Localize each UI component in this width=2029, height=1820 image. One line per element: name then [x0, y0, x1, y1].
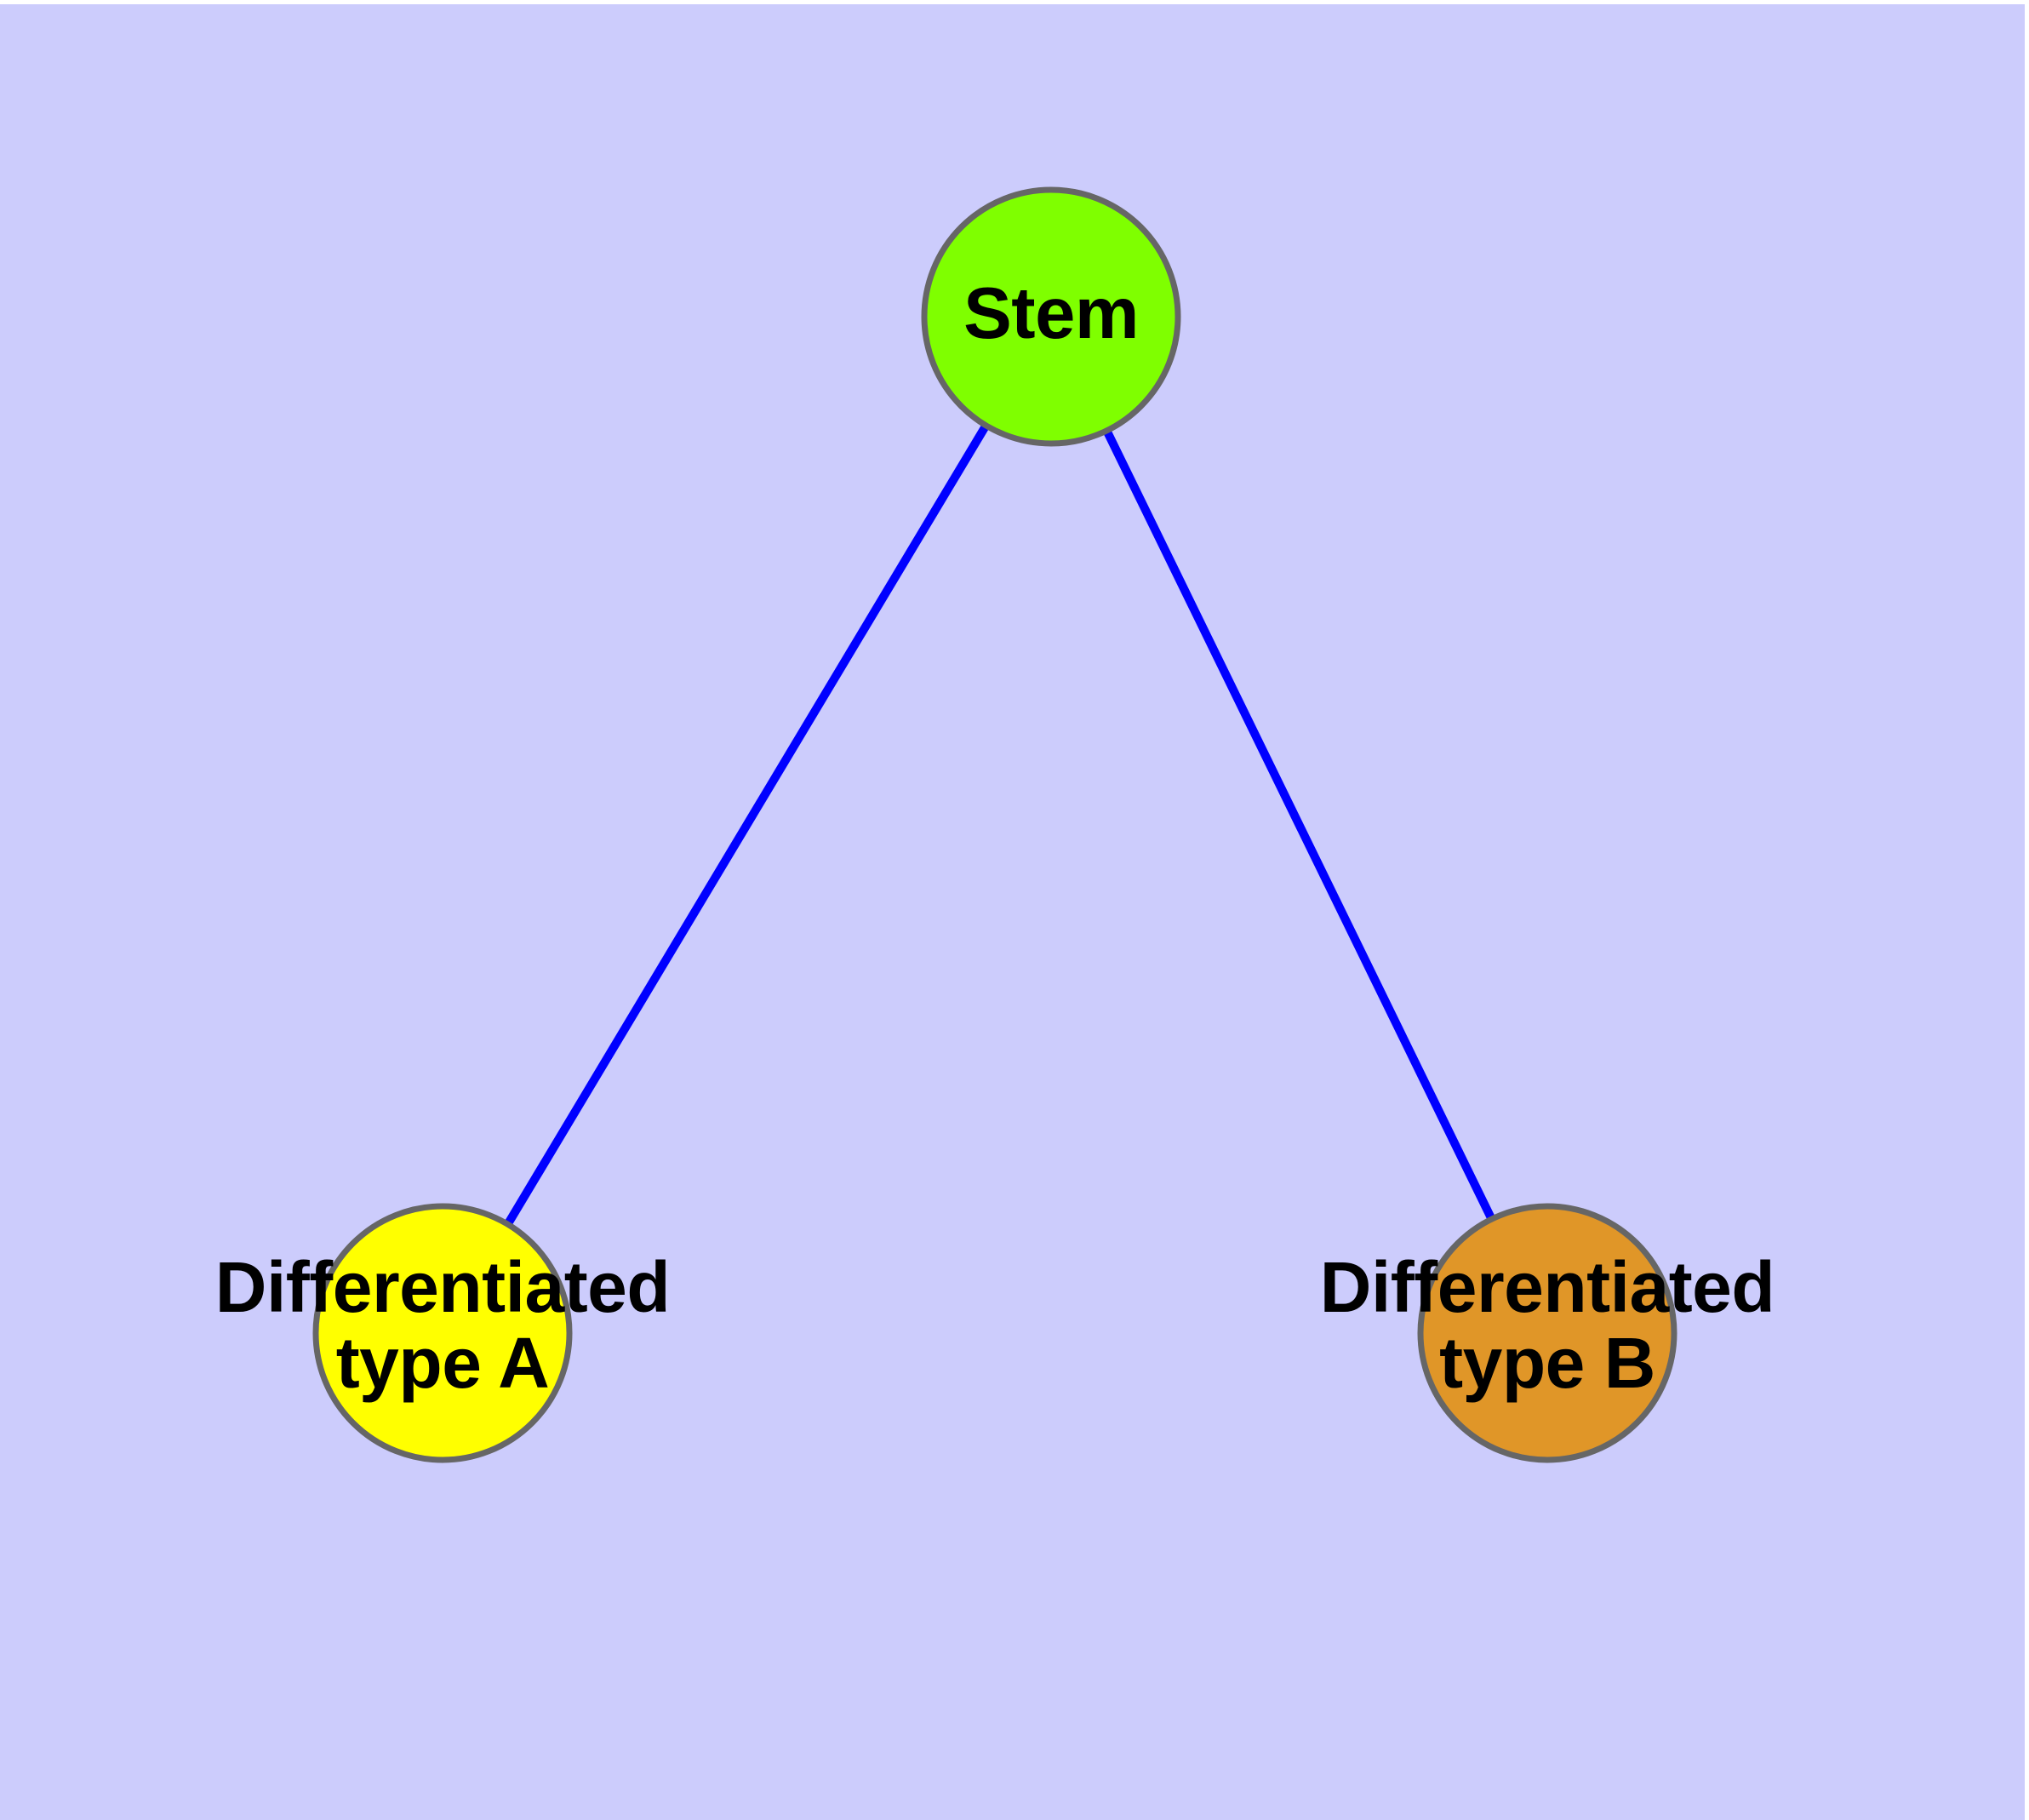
node-label-differentiated-type-a-line-2: type A [335, 1323, 550, 1404]
node-label-differentiated-type-a: Differentiated type A [0, 1247, 953, 1404]
edge-stem-to-differentiated-type-a[interactable] [504, 424, 990, 1226]
diagram-background: Stem Differentiated type A Differentiate… [0, 4, 2025, 1820]
node-label-differentiated-type-b-line-2: type B [1439, 1323, 1655, 1404]
node-label-differentiated-type-b: Differentiated type B [1037, 1247, 2029, 1404]
node-circle-differentiated-type-a[interactable] [312, 1203, 573, 1463]
graph-svg [312, 186, 1677, 1463]
node-label-stem: Stem [796, 273, 1306, 354]
node-label-stem-line-1: Stem [963, 273, 1139, 354]
node-circle-stem[interactable] [921, 186, 1181, 447]
edge-stem-to-differentiated-type-b[interactable] [1103, 429, 1495, 1221]
node-circle-differentiated-type-b[interactable] [1417, 1203, 1677, 1463]
node-layer [312, 186, 1677, 1463]
node-label-differentiated-type-a-line-1: Differentiated [214, 1247, 671, 1327]
node-label-differentiated-type-b-line-1: Differentiated [1319, 1247, 1775, 1327]
edge-layer [504, 424, 1495, 1226]
